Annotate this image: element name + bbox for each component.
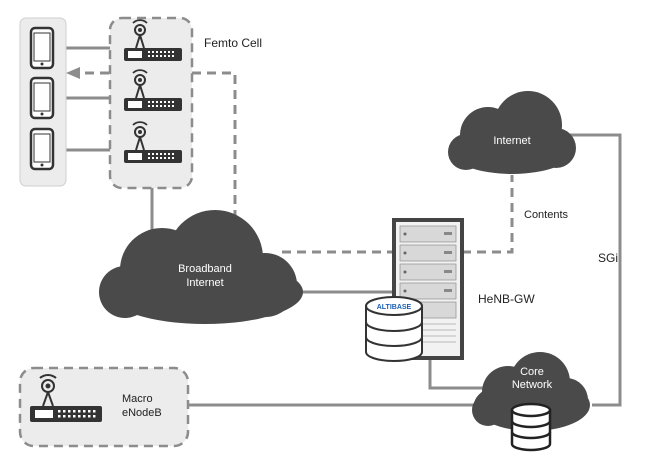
internet-cloud-icon	[448, 91, 576, 174]
macro-base-station-icon	[30, 374, 102, 422]
core-label-line2: Network	[512, 379, 553, 391]
femto-cell-label: Femto Cell	[204, 36, 262, 50]
altibase-logo: ALTIBASE	[377, 304, 412, 311]
gw-internet-dashed-path	[282, 175, 514, 254]
smartphone-icon	[29, 76, 55, 120]
macro-label-line1: Macro	[122, 393, 153, 405]
macro-label-line2: eNodeB	[122, 407, 162, 419]
sgi-label: SGi	[598, 251, 618, 265]
contents-label: Contents	[524, 209, 569, 221]
connections	[56, 46, 622, 407]
broadband-cloud-icon	[99, 210, 303, 324]
henb-gw-label: HeNB-GW	[478, 292, 535, 306]
database-icon	[510, 402, 552, 452]
internet-label: Internet	[493, 135, 530, 147]
smartphone-icon	[29, 26, 55, 70]
core-label-line1: Core	[520, 366, 544, 378]
femto-base-station-icon	[124, 19, 182, 61]
sgi-link	[570, 133, 622, 407]
smartphone-icon	[29, 127, 55, 171]
broadband-label-line2: Internet	[186, 277, 223, 289]
database-icon	[365, 296, 423, 362]
broadband-label-line1: Broadband	[178, 263, 232, 275]
femto-gw-dashed-path	[192, 71, 237, 232]
arrow-left-icon	[66, 67, 80, 79]
macro-enodeb-panel	[18, 366, 190, 448]
henbgw-core-link	[428, 352, 500, 390]
